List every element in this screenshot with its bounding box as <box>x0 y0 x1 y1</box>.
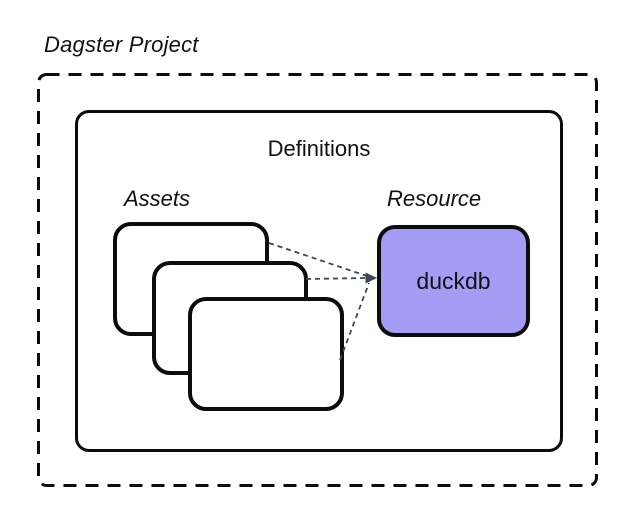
duckdb-label: duckdb <box>416 267 491 294</box>
resource-label: Resource <box>387 186 482 211</box>
definitions-box: Definitions Assets Resource duckdb <box>75 110 563 452</box>
duckdb-resource-box: duckdb <box>377 225 530 337</box>
project-title: Dagster Project <box>44 32 199 57</box>
definitions-label: Definitions <box>267 136 371 161</box>
asset-card-3 <box>188 297 344 411</box>
assets-label: Assets <box>124 186 191 211</box>
